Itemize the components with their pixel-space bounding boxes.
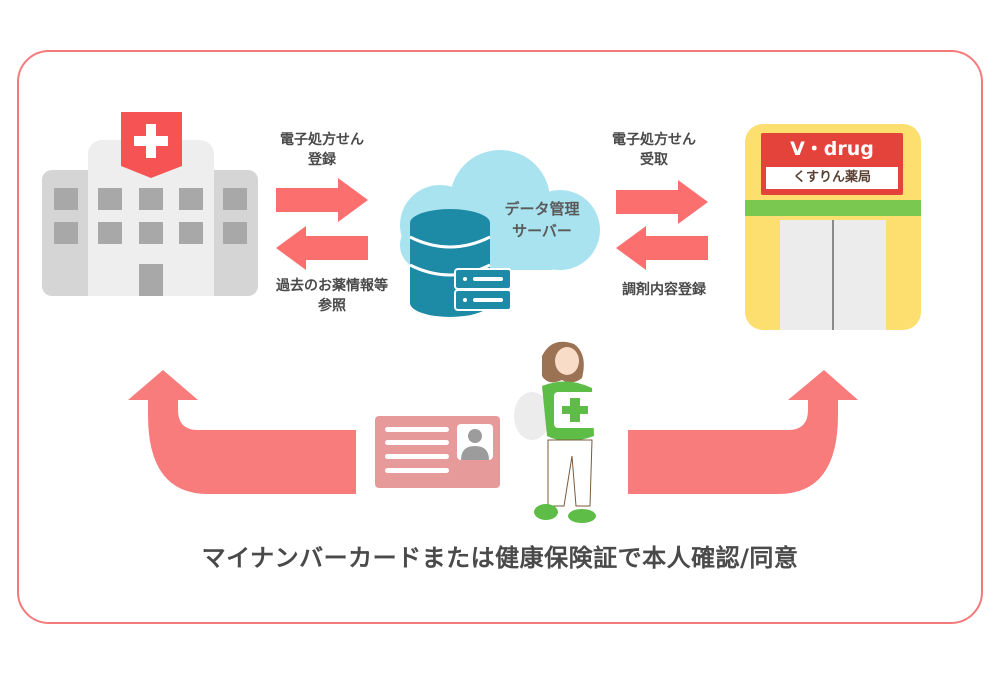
- server-label: データ管理 サーバー: [492, 198, 592, 242]
- label-line: データ管理: [504, 200, 580, 218]
- shoe-right: [568, 509, 596, 523]
- receive-prescription-label: 電子処方せん 受取: [604, 130, 704, 170]
- arrow-right-to-pharmacy: [616, 180, 708, 224]
- hospital-icon: [42, 112, 258, 296]
- arrow-left-to-server: [616, 226, 708, 270]
- register-prescription-label: 電子処方せん 登録: [272, 130, 372, 170]
- pharmacy-brand: V・drug: [790, 138, 874, 160]
- label-line: 電子処方せん: [612, 132, 696, 148]
- cloud-database-icon: [400, 150, 600, 317]
- id-card-icon: [375, 416, 500, 488]
- pharmacy-sign: V・drug くすりん薬局: [761, 133, 903, 195]
- pharmacy-door-right: [834, 220, 886, 330]
- label-line: 過去のお薬情報等: [276, 278, 388, 294]
- label-line: 調剤内容登録: [622, 282, 706, 298]
- label-line: 電子処方せん: [280, 132, 364, 148]
- label-line: サーバー: [512, 222, 572, 240]
- card-text-lines: [385, 427, 449, 473]
- refer-medication-history-label: 過去のお薬情報等 参照: [252, 276, 412, 316]
- label-line: 参照: [318, 298, 346, 314]
- register-dispensing-label: 調剤内容登録: [604, 280, 724, 300]
- pants: [547, 439, 593, 507]
- label-line: 登録: [308, 152, 336, 168]
- hospital-door: [139, 264, 163, 296]
- medical-cross-icon: [134, 124, 168, 158]
- face: [555, 347, 579, 375]
- bag: [514, 392, 550, 440]
- label-line: 受取: [640, 152, 668, 168]
- arrow-left-to-hospital: [276, 226, 368, 270]
- arrow-right-to-server: [276, 178, 368, 222]
- pharmacy-door-left: [780, 220, 832, 330]
- hospital-windows: [54, 188, 247, 244]
- verification-caption: マイナンバーカードまたは健康保険証で本人確認/同意: [201, 544, 799, 572]
- server-rack-icon: [454, 268, 512, 311]
- shoe-left: [534, 504, 558, 520]
- diagram-frame: [17, 50, 983, 624]
- pharmacy-name: くすりん薬局: [766, 167, 898, 189]
- curved-arrow-to-pharmacy: [628, 370, 858, 494]
- hospital-main-block: [88, 140, 214, 296]
- curved-arrow-to-hospital: [128, 370, 356, 494]
- pharmacy-stripe: [745, 200, 921, 216]
- patient-woman-illustration: [514, 341, 596, 523]
